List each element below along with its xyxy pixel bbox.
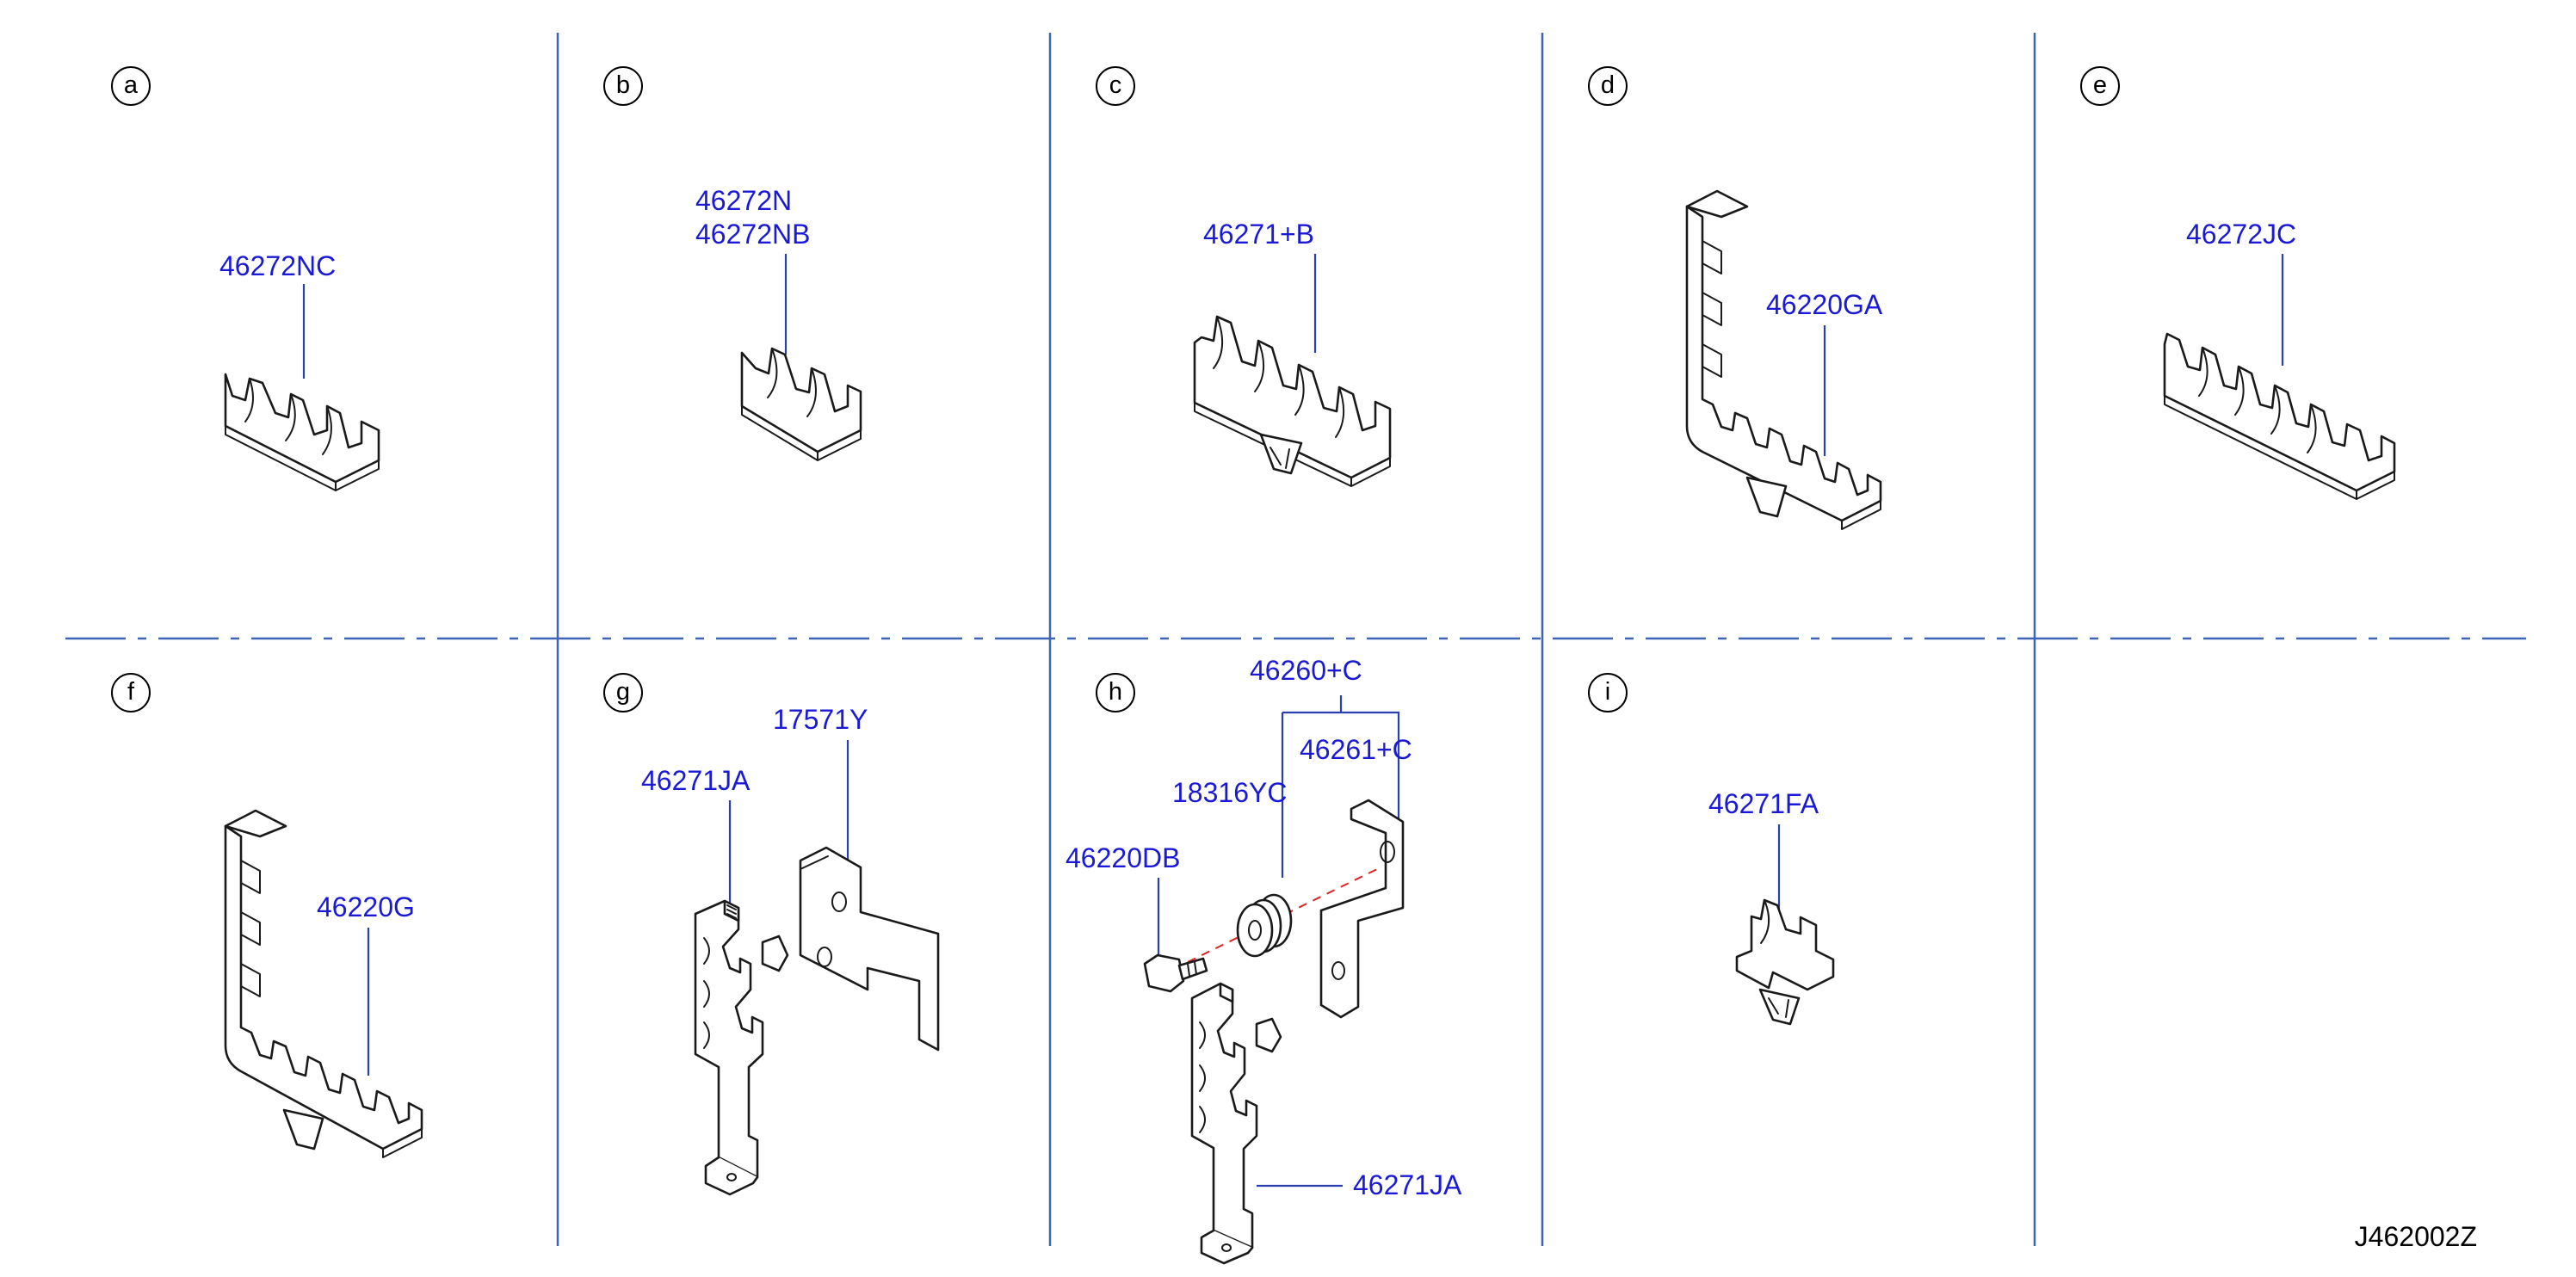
- clip-46271JA-h-drawing: [1190, 982, 1282, 1265]
- badge-e: e: [2080, 66, 2120, 106]
- bolt-46220DB-drawing: [1143, 953, 1208, 993]
- bracket-17571Y-drawing: [799, 846, 940, 1052]
- part-label-46220G: 46220G: [317, 891, 415, 922]
- clip-46271B-drawing: [1193, 315, 1392, 487]
- part-label-46271JA-h: 46271JA: [1353, 1169, 1462, 1200]
- badge-f: f: [111, 673, 151, 713]
- svg-text:a: a: [124, 71, 139, 99]
- panel-e: 46272JC: [2163, 219, 2396, 500]
- svg-text:h: h: [1109, 678, 1122, 706]
- panel-i: 46271FA: [1708, 788, 1835, 1026]
- svg-text:d: d: [1601, 71, 1615, 99]
- clip-46272N-drawing: [740, 347, 862, 461]
- panel-h: 46260+C 46261+C 18316YC 46220DB 46271JA: [1066, 652, 1462, 1265]
- part-label-46260+C: 46260+C: [1250, 655, 1362, 686]
- part-label-46271JA: 46271JA: [641, 765, 751, 796]
- badge-d: d: [1588, 66, 1628, 106]
- badge-a: a: [111, 66, 151, 106]
- svg-text:b: b: [616, 71, 630, 99]
- clip-46271FA-drawing: [1735, 898, 1835, 1026]
- bracket-46261C-drawing: [1319, 799, 1405, 1019]
- clip-46220G-drawing: [224, 809, 423, 1158]
- part-label-46272N: 46272N: [695, 185, 792, 216]
- svg-text:g: g: [616, 678, 630, 706]
- drawing-code: J462002Z: [2355, 1221, 2477, 1252]
- panel-a: 46272NC: [219, 250, 380, 491]
- part-label-46220DB: 46220DB: [1066, 842, 1180, 873]
- svg-text:c: c: [1109, 71, 1122, 99]
- panel-b: 46272N 46272NB: [695, 185, 862, 461]
- part-label-46272JC: 46272JC: [2186, 219, 2296, 250]
- grommet-18316YC-drawing: [1236, 893, 1293, 958]
- svg-text:i: i: [1605, 678, 1610, 706]
- panel-f: 46220G: [224, 809, 423, 1158]
- part-label-46272NC: 46272NC: [219, 250, 336, 281]
- clip-46272JC-drawing: [2163, 332, 2396, 500]
- part-label-46271+B: 46271+B: [1203, 219, 1314, 250]
- badge-g: g: [603, 673, 643, 713]
- part-label-46272NB: 46272NB: [695, 219, 810, 250]
- part-label-46261+C: 46261+C: [1300, 734, 1412, 765]
- clip-46220GA-drawing: [1685, 189, 1882, 530]
- clip-46271JA-drawing: [694, 899, 789, 1196]
- clip-46272NC-drawing: [224, 373, 380, 491]
- badge-h: h: [1096, 673, 1135, 713]
- panel-badges: a b c d e f g h i: [111, 66, 2120, 713]
- svg-text:f: f: [127, 678, 135, 706]
- badge-b: b: [603, 66, 643, 106]
- part-label-46271FA: 46271FA: [1708, 788, 1819, 819]
- panel-d: 46220GA: [1685, 189, 1883, 530]
- part-label-46220GA: 46220GA: [1766, 289, 1883, 320]
- panel-g: 17571Y 46271JA: [641, 704, 940, 1196]
- svg-text:e: e: [2093, 71, 2107, 99]
- panel-c: 46271+B: [1193, 219, 1392, 487]
- panel-grid: [65, 33, 2526, 1246]
- part-label-18316YC: 18316YC: [1172, 777, 1287, 808]
- part-label-17571Y: 17571Y: [773, 704, 868, 735]
- badge-c: c: [1096, 66, 1135, 106]
- badge-i: i: [1588, 673, 1628, 713]
